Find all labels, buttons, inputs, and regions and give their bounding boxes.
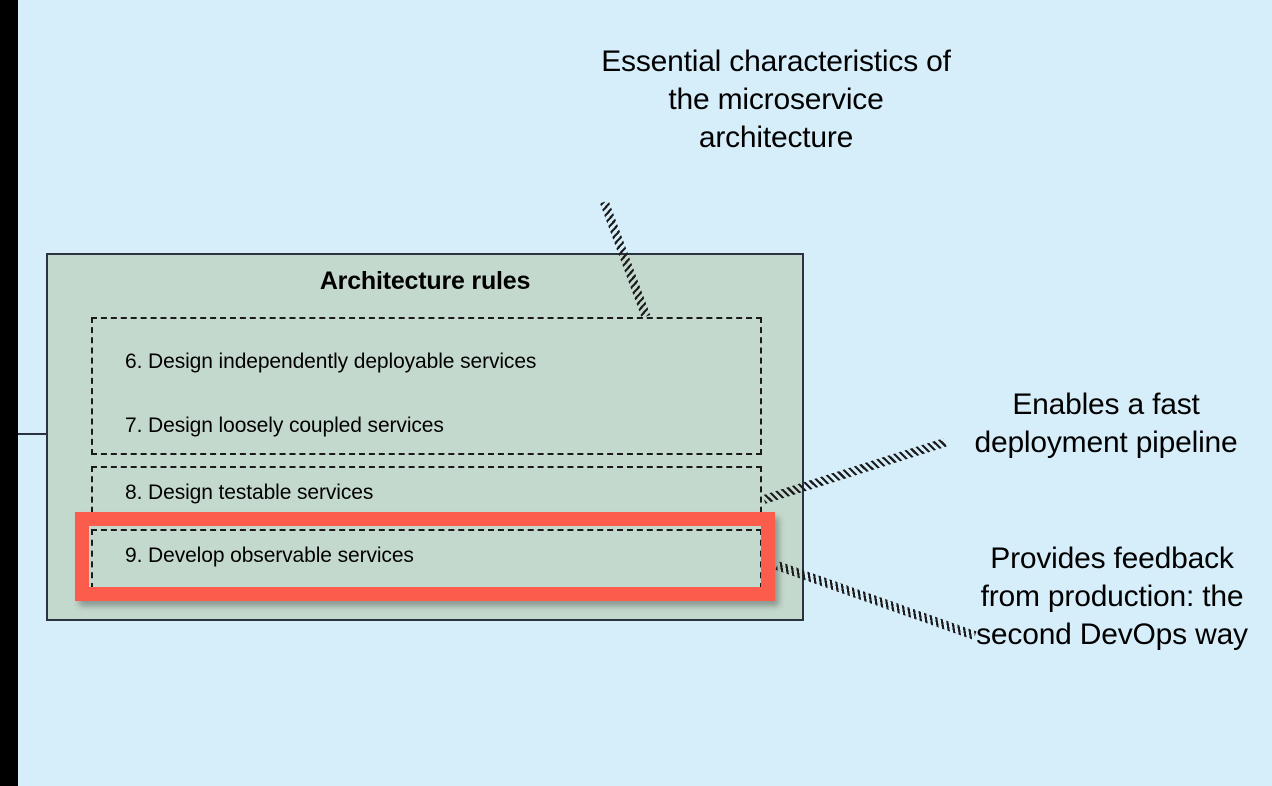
left-connector-line [18, 433, 48, 435]
rule-item-7: 7. Design loosely coupled services [125, 414, 444, 437]
rule-item-6: 6. Design independently deployable servi… [125, 350, 537, 373]
highlight-rectangle-rule-9 [75, 512, 775, 601]
architecture-rules-title: Architecture rules [319, 267, 531, 295]
rule-item-8: 8. Design testable services [125, 481, 374, 504]
callout-fast-deployment: Enables a fast deployment pipeline [974, 388, 1238, 459]
rule-group-a [91, 317, 762, 455]
callout-production-feedback: Provides feedback from production: the s… [976, 542, 1248, 651]
callout-essential-characteristics: Essential characteristics of the microse… [601, 45, 951, 154]
rule-item-9: 9. Develop observable services [125, 544, 414, 567]
